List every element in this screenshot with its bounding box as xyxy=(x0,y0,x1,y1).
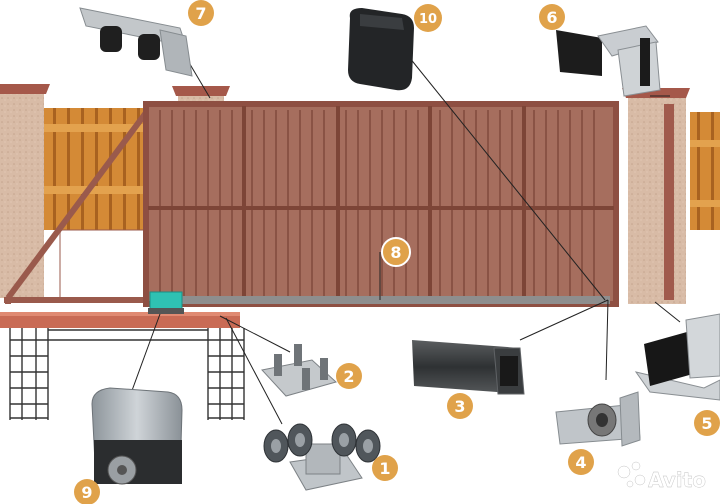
callout-4: 4 xyxy=(568,449,594,475)
callout-10-label: 10 xyxy=(419,12,437,27)
end-roller xyxy=(555,391,641,447)
callout-2: 2 xyxy=(336,363,362,389)
callout-9-label: 9 xyxy=(81,483,92,502)
callout-3-label: 3 xyxy=(454,397,465,416)
top-roller-bracket xyxy=(79,7,193,77)
catcher-bracket-top xyxy=(556,25,661,97)
wooden-fence-right xyxy=(690,112,720,230)
gate-panel xyxy=(143,101,619,307)
callout-3: 3 xyxy=(447,393,473,419)
callout-9: 9 xyxy=(74,479,100,504)
drive-motor xyxy=(91,387,183,485)
callout-5: 5 xyxy=(694,410,720,436)
left-pillar xyxy=(0,84,50,298)
gate-motor xyxy=(148,291,184,314)
callout-7: 7 xyxy=(188,0,214,26)
callout-1: 1 xyxy=(372,455,398,481)
callout-1-label: 1 xyxy=(379,459,390,478)
catcher-bracket-bottom xyxy=(634,313,720,401)
avito-watermark: Avito xyxy=(617,461,706,492)
foundation xyxy=(0,312,245,420)
right-pillar xyxy=(622,88,690,304)
callout-7-label: 7 xyxy=(195,4,206,23)
watermark-text: Avito xyxy=(648,468,706,492)
end-cap xyxy=(348,8,414,91)
callout-6-label: 6 xyxy=(546,8,557,27)
callout-6: 6 xyxy=(539,4,565,30)
callout-10: 10 xyxy=(414,4,442,32)
callout-8: 8 xyxy=(381,237,411,267)
rail-beam xyxy=(412,340,525,395)
roller-carriage xyxy=(263,423,381,491)
callout-4-label: 4 xyxy=(575,453,586,472)
callout-5-label: 5 xyxy=(701,414,712,433)
callout-2-label: 2 xyxy=(343,367,354,386)
callout-8-label: 8 xyxy=(390,243,401,262)
mounting-plate xyxy=(261,344,338,397)
